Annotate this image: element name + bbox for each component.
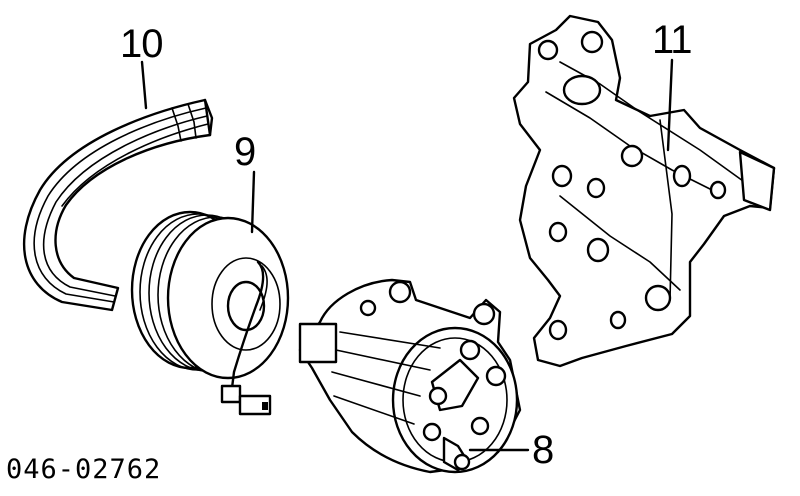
- callout-label-8: 8: [532, 428, 554, 472]
- mounting-bracket-drawing: [512, 14, 776, 368]
- compressor-drawing: [298, 278, 522, 474]
- callout-label-9: 9: [234, 130, 256, 174]
- callout-leader-10: [140, 60, 148, 110]
- callout-leader-9: [250, 170, 256, 234]
- callout-label-11: 11: [652, 18, 693, 62]
- drive-belt-drawing: [22, 98, 214, 312]
- callout-leader-11: [666, 58, 674, 152]
- clutch-pulley-drawing: [130, 210, 290, 416]
- diagram-code: 046-02762: [6, 454, 162, 485]
- callout-label-10: 10: [120, 22, 163, 66]
